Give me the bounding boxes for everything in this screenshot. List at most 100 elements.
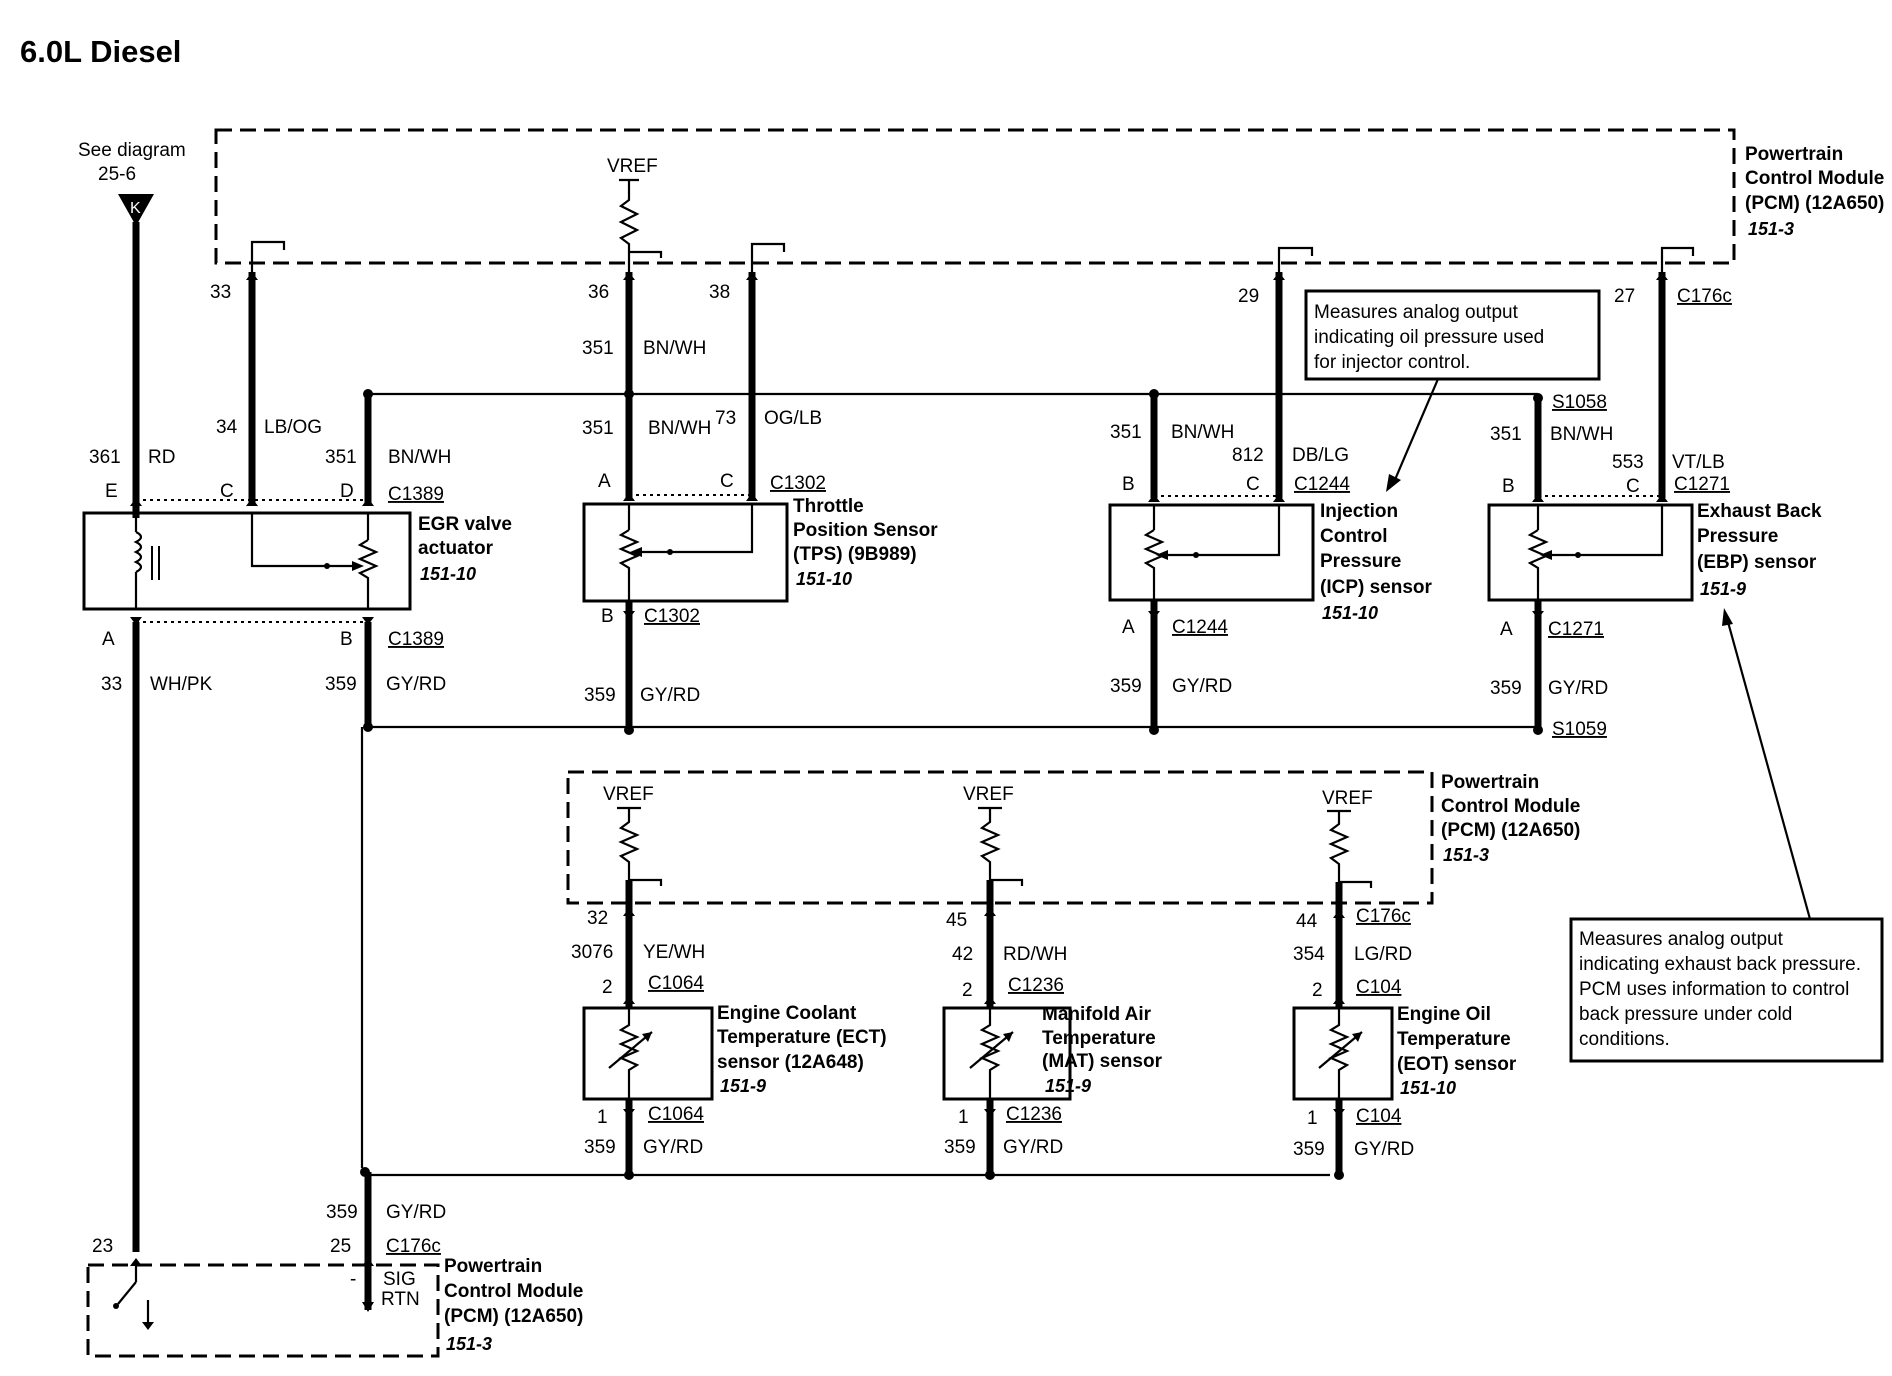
ebp-connector-bottom: C1271	[1548, 619, 1604, 640]
mat-pin-1: 1	[958, 1107, 969, 1128]
eot-name-1: Engine Oil	[1397, 1004, 1491, 1025]
tps-component-box	[582, 502, 789, 603]
ebp-ref: 151-9	[1700, 579, 1746, 599]
pcm-bottom-rtn: RTN	[381, 1289, 420, 1310]
pcm-top-label-2: Control Module	[1745, 168, 1884, 189]
ect-pin-2: 2	[602, 977, 613, 998]
see-diagram-page: 25-6	[98, 164, 136, 185]
egr-color-lbog: LB/OG	[264, 417, 322, 438]
potentiometer-icon	[357, 539, 379, 609]
mat-vref-label: VREF	[963, 784, 1014, 805]
ect-connector-bottom: C1064	[648, 1104, 704, 1125]
ect-color-gyrd: GY/RD	[643, 1137, 703, 1158]
mat-name-1: Manifold Air	[1042, 1004, 1152, 1025]
pcm-bottom-label-2: Control Module	[444, 1281, 583, 1302]
bottom-color-gyrd: GY/RD	[386, 1202, 446, 1223]
switch-icon	[117, 1281, 137, 1305]
mat-pin-2: 2	[962, 980, 973, 1001]
mat-pcm-pin: 45	[946, 910, 967, 931]
pcm-connector-c176c-top: C176c	[1677, 286, 1732, 307]
mat-name-3: (MAT) sensor	[1042, 1051, 1163, 1072]
tps-connector-bottom: C1302	[644, 606, 700, 627]
eot-circuit-359: 359	[1293, 1139, 1325, 1160]
tps-connector-top: C1302	[770, 473, 826, 494]
eot-pcm-pin: 44	[1296, 911, 1318, 932]
icp-name-1: Injection	[1320, 501, 1398, 522]
ebp-circuit-359: 359	[1490, 678, 1522, 699]
ebp-color-bnwh: BN/WH	[1550, 424, 1613, 445]
egr-component-box	[82, 511, 412, 611]
mat-component-box	[942, 1006, 1072, 1101]
pcm-top-label-3: (PCM) (12A650)	[1745, 193, 1884, 214]
icp-note-box	[1304, 289, 1601, 381]
icp-color-dblg: DB/LG	[1292, 445, 1349, 466]
page-title: 6.0L Diesel	[20, 34, 181, 69]
icp-component-box	[1108, 503, 1315, 602]
pcm-pin-33: 33	[210, 282, 231, 303]
vref-top-label: VREF	[607, 156, 658, 177]
egr-circuit-33: 33	[101, 674, 122, 695]
eot-color: LG/RD	[1354, 944, 1412, 965]
ebp-connector-top: C1271	[1674, 474, 1730, 495]
mat-color: RD/WH	[1003, 944, 1067, 965]
egr-color-gyrd: GY/RD	[386, 674, 446, 695]
tps-name-2: Position Sensor	[793, 520, 938, 541]
pcm-bottom-feed: 359 GY/RD 23 25 C176c	[92, 1202, 446, 1266]
mat-circuit: 42	[952, 944, 973, 965]
egr-circuit-34: 34	[216, 417, 238, 438]
potentiometer-icon	[1143, 529, 1165, 600]
eot-vref-label: VREF	[1322, 788, 1373, 809]
tps-color-gyrd: GY/RD	[640, 685, 700, 706]
ebp-name-3: (EBP) sensor	[1697, 552, 1817, 573]
pcm-pin-23: 23	[92, 1236, 113, 1257]
ect-name-1: Engine Coolant	[717, 1003, 857, 1024]
eot-circuit: 354	[1293, 944, 1325, 965]
ebp-pin-c: C	[1626, 476, 1640, 497]
icp-connector-top: C1244	[1294, 474, 1350, 495]
icp-circuit-351: 351	[1110, 422, 1142, 443]
ect-circuit: 3076	[571, 942, 613, 963]
tps-circuit-73: 73	[715, 408, 736, 429]
coil-icon	[133, 531, 143, 573]
see-diagram-reference: See diagram 25-6 K	[78, 140, 186, 226]
pcm-bottom-label-3: (PCM) (12A650)	[444, 1306, 583, 1327]
mat-connector-bottom: C1236	[1006, 1104, 1062, 1125]
pcm-mid-label-3: (PCM) (12A650)	[1441, 820, 1580, 841]
tps-pin-c: C	[720, 471, 734, 492]
mat-sensor: VREF 45 42 RD/WH 2 C1236 1 C1236 359 GY/…	[942, 784, 1163, 1180]
egr-pin-d: D	[340, 481, 354, 502]
eot-name-2: Temperature	[1397, 1029, 1511, 1050]
exhaust-back-pressure-sensor: S1058 351 BN/WH 553 VT/LB B C C1271 Exha…	[1487, 392, 1884, 1063]
egr-pin-a: A	[102, 629, 115, 650]
eot-sensor: VREF 44 C176c 354 LG/RD 2 C104 1 C104 35…	[1292, 788, 1517, 1180]
ect-vref-label: VREF	[603, 784, 654, 805]
icp-name-2: Control	[1320, 526, 1388, 547]
pcm-mid-label-2: Control Module	[1441, 796, 1580, 817]
eot-connector-bottom: C104	[1356, 1106, 1402, 1127]
pcm-bottom-label-1: Powertrain	[444, 1256, 542, 1277]
ebp-note-leader	[1726, 621, 1812, 920]
tps-color-bnwh-upper: BN/WH	[643, 338, 706, 359]
ect-pcm-pin: 32	[587, 908, 608, 929]
tps-color-oglb: OG/LB	[764, 408, 822, 429]
signal-return-bus	[360, 722, 1543, 1310]
tps-pin-b: B	[601, 606, 614, 627]
icp-color-bnwh: BN/WH	[1171, 422, 1234, 443]
icp-connector-bottom: C1244	[1172, 617, 1228, 638]
ect-circuit-359: 359	[584, 1137, 616, 1158]
ebp-color-vtlb: VT/LB	[1672, 452, 1725, 473]
pcm-mid-label-1: Powertrain	[1441, 772, 1539, 793]
see-diagram-marker: K	[130, 200, 141, 217]
thermistor-icon	[979, 1008, 1001, 1099]
pcm-top-boundary	[214, 128, 1736, 265]
ebp-note-2: indicating exhaust back pressure.	[1579, 954, 1861, 975]
tps-circuit-351: 351	[582, 418, 614, 439]
pcm-bottom-boundary	[86, 1263, 440, 1358]
injection-control-pressure-sensor: Measures analog output indicating oil pr…	[1108, 289, 1601, 730]
bottom-circuit-359: 359	[326, 1202, 358, 1223]
pcm-connector-c176c-bottom: C176c	[386, 1236, 441, 1257]
page-reference-triangle-icon	[118, 194, 154, 226]
tps-color-bnwh: BN/WH	[648, 418, 711, 439]
eot-pin-2: 2	[1312, 980, 1323, 1001]
